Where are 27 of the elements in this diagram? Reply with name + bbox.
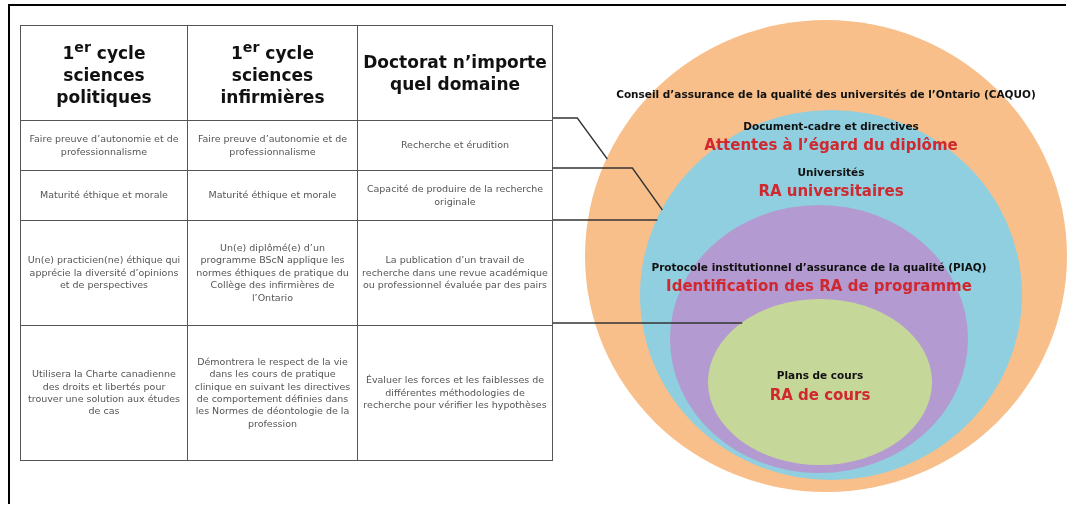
level-heading: Universités — [797, 166, 865, 178]
leader-line — [552, 322, 743, 324]
level-title: RA de cours — [769, 386, 871, 404]
table-cell: Un(e) practicien(ne) éthique qui apprécie la diversité d’opinions et de perspectives — [20, 220, 188, 326]
table-cell: Évaluer les forces et les faiblesses de différentes méthodologies de recherche pour vérifier les hypothèses — [357, 325, 553, 461]
leader-line — [552, 167, 663, 211]
leader-line — [552, 117, 608, 160]
table-cell: La publication d’un travail de recherche dans une revue académique ou professionnel évaluée par des pairs — [357, 220, 553, 326]
table-cell: Capacité de produire de la recherche originale — [357, 170, 553, 221]
level-heading: Plans de cours — [776, 369, 864, 381]
column-header: Doctorat n’importe quel domaine — [357, 25, 553, 121]
column-header: 1$^{er}$ cycle sciences infirmières — [187, 25, 358, 121]
level-heading: Conseil d’assurance de la qualité des universités de l’Ontario (CAQUO) — [615, 88, 1037, 102]
leader-line — [552, 219, 659, 221]
table-cell: Démontrera le respect de la vie dans les cours de pratique clinique en suivant les directives de comportement définies dans les Normes de déontologie de la profession — [187, 325, 358, 461]
column-header: 1$^{er}$ cycle sciences politiques — [20, 25, 188, 121]
level-title: RA universitaires — [758, 182, 904, 200]
level-heading: Document-cadre et directives — [743, 120, 919, 132]
table-cell: Faire preuve d’autonomie et de professionnalisme — [187, 120, 358, 171]
level-heading: Protocole institutionnel d’assurance de la qualité (PIAQ) — [651, 261, 987, 273]
level-title: Identification des RA de programme — [666, 277, 972, 295]
table-cell: Maturité éthique et morale — [187, 170, 358, 221]
table-cell: Recherche et érudition — [357, 120, 553, 171]
table-cell: Faire preuve d’autonomie et de professionnalisme — [20, 120, 188, 171]
table-cell: Un(e) diplômé(e) d’un programme BScN applique les normes éthiques de pratique du Collège des infirmières de l’Ontario — [187, 220, 358, 326]
table-cell: Utilisera la Charte canadienne des droits et libertés pour trouver une solution aux études de cas — [20, 325, 188, 461]
table-cell: Maturité éthique et morale — [20, 170, 188, 221]
